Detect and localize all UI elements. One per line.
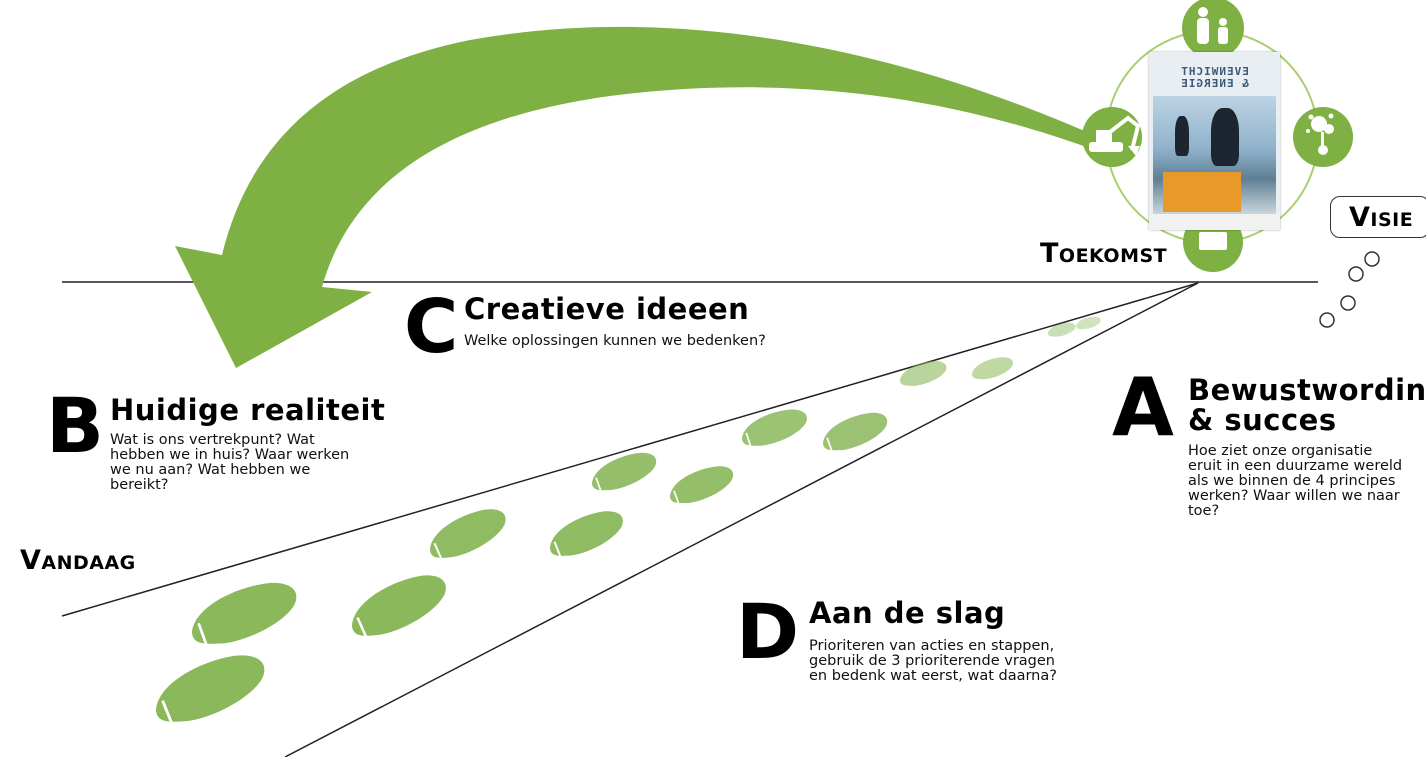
- step-a-title-line2: & succes: [1188, 403, 1337, 437]
- footprint-icon: [586, 446, 662, 498]
- footprint-icon: [817, 406, 893, 458]
- step-b-letter: B: [46, 381, 104, 470]
- step-c-title: Creatieve ideeen: [464, 292, 750, 326]
- footprint-icon: [146, 643, 274, 734]
- people-icon: [1182, 0, 1244, 59]
- step-a-desc-line: als we binnen de 4 principes: [1188, 473, 1396, 489]
- step-c-desc-line: Welke oplossingen kunnen we bedenken?: [464, 333, 766, 349]
- poster-image: EVENWICHT & ENERGIE: [1149, 52, 1280, 230]
- step-a-title: Bewustwording & succes: [1188, 375, 1426, 435]
- step-a-letter: A: [1112, 361, 1174, 454]
- footprints: [146, 314, 1103, 734]
- step-b-desc: Wat is ons vertrekpunt? Wat hebben we in…: [110, 433, 349, 493]
- step-c-letter: C: [404, 284, 459, 370]
- step-a-desc-line: Hoe ziet onze organisatie: [1188, 443, 1373, 459]
- step-a-desc-line: eruit in een duurzame wereld: [1188, 458, 1403, 474]
- step-d-desc: Prioriteren van acties en stappen, gebru…: [809, 639, 1057, 684]
- excavator-icon: [1082, 107, 1142, 167]
- step-a-desc: Hoe ziet onze organisatie eruit in een d…: [1188, 444, 1402, 519]
- step-b-title: Huidige realiteit: [110, 393, 386, 427]
- backcasting-arrow: [175, 26, 1105, 369]
- poster-title-line2: & ENERGIE: [1180, 77, 1249, 90]
- step-d-letter: D: [736, 587, 800, 676]
- poster-person: [1175, 116, 1189, 156]
- thought-bubble-icon: [1319, 251, 1380, 328]
- footprint-icon: [896, 356, 950, 391]
- step-b-desc-line: bereikt?: [110, 477, 169, 493]
- step-a-title-line1: Bewustwording: [1188, 373, 1426, 407]
- path-line-upper: [61, 282, 1199, 617]
- step-b-desc-line: we nu aan? Wat hebben we: [110, 462, 311, 478]
- step-a-desc-line: toe?: [1188, 503, 1220, 519]
- footprint-icon: [737, 403, 812, 453]
- poster-title: EVENWICHT & ENERGIE: [1149, 65, 1280, 90]
- footprint-icon: [664, 459, 738, 510]
- step-b-desc-line: hebben we in huis? Waar werken: [110, 447, 350, 463]
- footprint-icon: [342, 564, 455, 647]
- footprint-icon: [422, 500, 513, 567]
- footprint-icon: [1074, 314, 1103, 332]
- step-a-desc-line: werken? Waar willen we naar: [1188, 488, 1400, 504]
- poster-footer: [1149, 214, 1280, 230]
- poster-person: [1211, 108, 1239, 166]
- label-visie: Visie: [1349, 201, 1414, 233]
- visie-box: Visie: [1330, 196, 1426, 238]
- step-b-desc-line: Wat is ons vertrekpunt? Wat: [110, 432, 315, 448]
- tree-icon: [1293, 107, 1353, 167]
- step-c-desc: Welke oplossingen kunnen we bedenken?: [464, 334, 766, 349]
- label-toekomst: Toekomst: [1040, 238, 1168, 269]
- footprint-icon: [969, 353, 1016, 383]
- footprint-icon: [543, 503, 630, 564]
- poster-orange-box: [1163, 172, 1241, 212]
- step-d-desc-line: gebruik de 3 prioriterende vragen: [809, 653, 1055, 669]
- step-d-desc-line: Prioriteren van acties en stappen,: [809, 638, 1055, 654]
- path-line-lower: [284, 282, 1199, 757]
- step-d-desc-line: en bedenk wat eerst, wat daarna?: [809, 668, 1057, 684]
- footprint-icon: [183, 572, 305, 655]
- step-d-title: Aan de slag: [809, 596, 1006, 630]
- label-vandaag: Vandaag: [20, 545, 136, 576]
